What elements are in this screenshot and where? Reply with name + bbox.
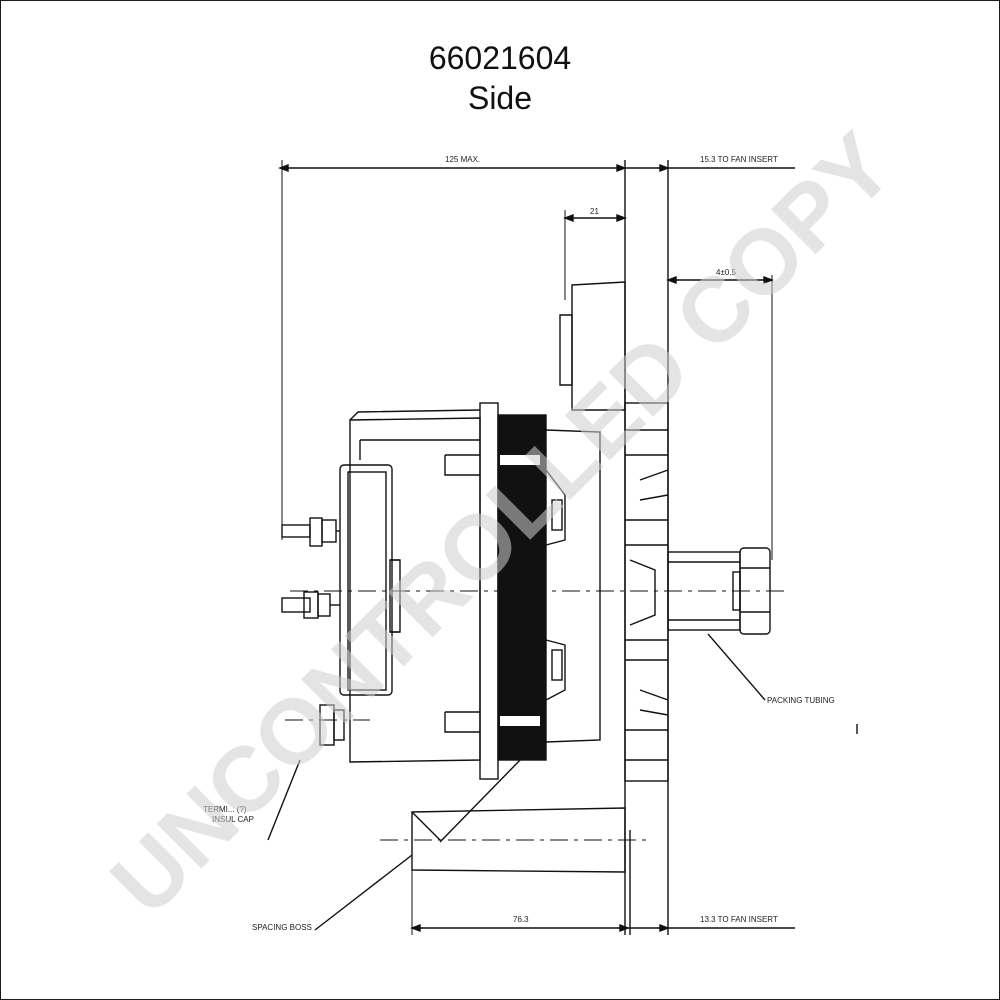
centre-lines bbox=[285, 590, 790, 841]
label-insul-cap: INSUL CAP bbox=[212, 815, 254, 824]
leader-terminal bbox=[267, 759, 301, 841]
label-packing-tubing: PACKING TUBING bbox=[767, 696, 835, 705]
dim-flange-width bbox=[563, 210, 627, 300]
terminal-stud-lower bbox=[281, 591, 340, 619]
dim-label-mount-length: 76.3 bbox=[513, 915, 529, 924]
dim-label-fan-insert-bottom: 13.3 TO FAN INSERT bbox=[700, 915, 778, 924]
shaft-and-nut bbox=[667, 547, 771, 635]
dim-label-fan-insert-top: 15.3 TO FAN INSERT bbox=[700, 155, 778, 164]
mounting-foot bbox=[411, 807, 626, 873]
label-spacing-boss: SPACING BOSS bbox=[252, 923, 312, 932]
dim-mount-length bbox=[410, 870, 630, 935]
leader-spacing-boss bbox=[314, 854, 413, 931]
stator-core bbox=[497, 414, 547, 761]
terminal-stud-upper bbox=[281, 517, 340, 547]
terminal-cover bbox=[339, 464, 401, 696]
dim-label-flange-width: 21 bbox=[590, 207, 599, 216]
dim-overall-length bbox=[278, 160, 627, 540]
view-name: Side bbox=[467, 80, 533, 116]
dim-spacer bbox=[666, 275, 774, 560]
leader-packing-tubing bbox=[707, 633, 766, 701]
dim-label-overall-length: 125 MAX. bbox=[445, 155, 480, 164]
watermark: UNCONTROLLED COPY bbox=[92, 114, 912, 934]
terminal-stud-bottom bbox=[319, 704, 345, 746]
title-block: 66021604 Side bbox=[0, 38, 1000, 118]
dim-label-spacer: 4±0.5 bbox=[716, 268, 737, 277]
dim-fan-insert-bottom bbox=[628, 923, 795, 933]
dim-fan-insert-top bbox=[625, 163, 795, 173]
part-number: 66021604 bbox=[428, 40, 572, 76]
label-terminal: TERMI... (?) bbox=[203, 805, 247, 814]
